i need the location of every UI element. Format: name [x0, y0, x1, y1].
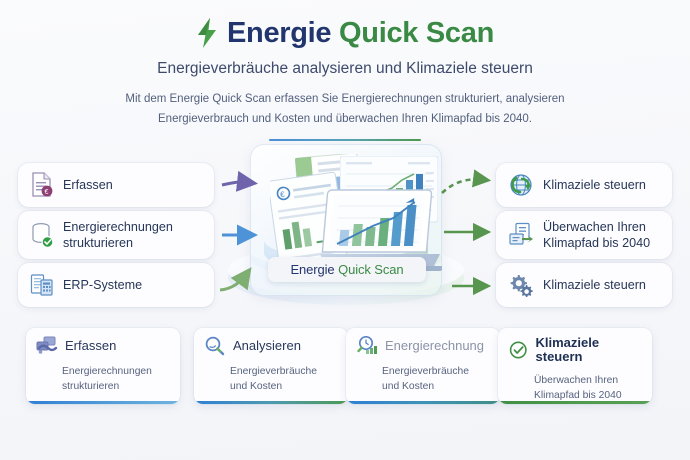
- side-card-label: Überwachen Ihren Klimapfad bis 2040: [543, 219, 650, 251]
- bottom-card-sub-line1: Energieverbräuche: [382, 366, 470, 377]
- side-card-label-line2: strukturieren: [63, 236, 133, 250]
- side-card-label-line1: Energierechnungen: [63, 219, 173, 234]
- gears-icon: [510, 275, 533, 297]
- bottom-card-sub: Überwachen Ihren Klimapfad bis 2040: [508, 374, 642, 404]
- bottom-card-sub-line1: Überwachen Ihren: [534, 374, 619, 386]
- header-divider: [269, 138, 421, 141]
- side-card-ueberwachen[interactable]: Überwachen Ihren Klimapfad bis 2040: [496, 211, 672, 259]
- bottom-card-sub: Energieverbräuche und Kosten: [356, 365, 490, 395]
- database-check-icon: [32, 222, 54, 248]
- bottom-card-head: Klimaziele steuern: [508, 335, 642, 365]
- magnifier-icon: [205, 336, 225, 356]
- bottom-card-accent-bar: [498, 400, 652, 404]
- title-row: Energie Quick Scan: [0, 18, 690, 48]
- side-card-erp-systeme[interactable]: ERP-Systeme: [18, 263, 214, 307]
- scan-handshake-icon: [36, 336, 58, 354]
- bottom-card-sub-line2: strukturieren: [62, 380, 120, 392]
- bottom-card-head: Analysieren: [204, 336, 338, 356]
- center-label-primary: Energie: [290, 262, 335, 277]
- header: Energie Quick Scan Energieverbräuche ana…: [0, 0, 690, 141]
- lead-line-2: Energieverbrauch und Kosten und überwach…: [158, 112, 532, 125]
- side-card-label-line2: Klimapfad bis 2040: [543, 236, 651, 250]
- globe-recycle-icon: [510, 174, 532, 196]
- side-card-erfassen[interactable]: € Erfassen: [18, 163, 214, 207]
- bottom-card-sub-line2: Klimapfad bis 2040: [534, 389, 622, 401]
- bottom-card-title: Analysieren: [233, 337, 301, 353]
- side-card-klimaziele-steuern-2[interactable]: Klimaziele steuern: [496, 263, 672, 307]
- side-card-label: Klimaziele steuern: [543, 177, 646, 192]
- bottom-card-sub-line1: Energierechnungen: [62, 366, 152, 377]
- center-illustration: €: [228, 140, 464, 318]
- bottom-card-title: Klimaziele steuern: [535, 335, 600, 365]
- svg-text:€: €: [280, 190, 286, 200]
- bottom-card-sub-line2: und Kosten: [230, 380, 283, 392]
- report-export-icon: [509, 222, 533, 245]
- side-card-label: Erfassen: [63, 177, 113, 192]
- bottom-card-analysieren[interactable]: Analysieren Energieverbräuche und Kosten: [194, 328, 348, 404]
- bottom-card-accent-bar: [26, 400, 180, 404]
- erp-spreadsheet-icon: [30, 274, 53, 296]
- center-label-secondary: Quick Scan: [338, 262, 404, 277]
- bottom-card-accent-bar: [194, 400, 348, 404]
- side-card-label: ERP-Systeme: [63, 277, 143, 292]
- bottom-card-content: Analysieren Energieverbräuche und Kosten: [194, 328, 348, 395]
- bottom-card-accent-bar: [346, 400, 500, 404]
- check-circle-icon: [509, 341, 527, 359]
- bottom-card-sub-line1: Energieverbräuche: [230, 366, 318, 377]
- bottom-card-content: Erfassen Energierechnungen strukturieren: [26, 328, 180, 395]
- lightning-bolt-icon: [197, 18, 216, 48]
- magnifier-chart-icon: [357, 336, 377, 354]
- page-title: Energie Quick Scan: [226, 16, 494, 49]
- svg-text:€: €: [45, 189, 49, 196]
- page-subtitle: Energieverbräuche analysieren und Klimaz…: [157, 60, 533, 77]
- title-secondary: Quick Scan: [339, 16, 494, 49]
- side-card-energierechnungen[interactable]: Energierechnungen strukturieren: [18, 211, 214, 259]
- invoice-euro-icon: €: [32, 172, 53, 197]
- bottom-card-sub: Energierechnungen strukturieren: [36, 365, 170, 395]
- side-card-label-line1: Überwachen Ihren: [543, 219, 646, 234]
- bottom-card-title: Energierechnung: [385, 337, 485, 353]
- bottom-card-erfassen[interactable]: Erfassen Energierechnungen strukturieren: [26, 328, 180, 404]
- page-lead: Mit dem Energie Quick Scan erfassen Sie …: [85, 90, 605, 130]
- bottom-card-head: Erfassen: [36, 336, 170, 356]
- bottom-card-head: Energierechnung: [356, 336, 490, 356]
- lead-line-1: Mit dem Energie Quick Scan erfassen Sie …: [125, 93, 565, 105]
- bottom-card-content: Energierechnung Energieverbräuche und Ko…: [346, 328, 500, 395]
- bottom-card-title: Erfassen: [65, 337, 117, 353]
- title-primary: Energie: [226, 16, 332, 49]
- side-card-label: Energierechnungen strukturieren: [63, 219, 173, 251]
- bottom-card-sub-line2: und Kosten: [382, 380, 435, 392]
- bottom-card-sub: Energieverbräuche und Kosten: [204, 365, 338, 395]
- bottom-card-content: Klimaziele steuern Überwachen Ihren Klim…: [498, 328, 652, 403]
- bottom-card-energierechnung[interactable]: Energierechnung Energieverbräuche und Ko…: [346, 328, 500, 404]
- bottom-card-klimaziele-steuern[interactable]: Klimaziele steuern Überwachen Ihren Klim…: [498, 328, 652, 404]
- side-card-label: Klimaziele steuern: [543, 277, 646, 292]
- center-label: Energie Quick Scan: [268, 257, 426, 282]
- side-card-klimaziele-steuern[interactable]: Klimaziele steuern: [496, 163, 672, 207]
